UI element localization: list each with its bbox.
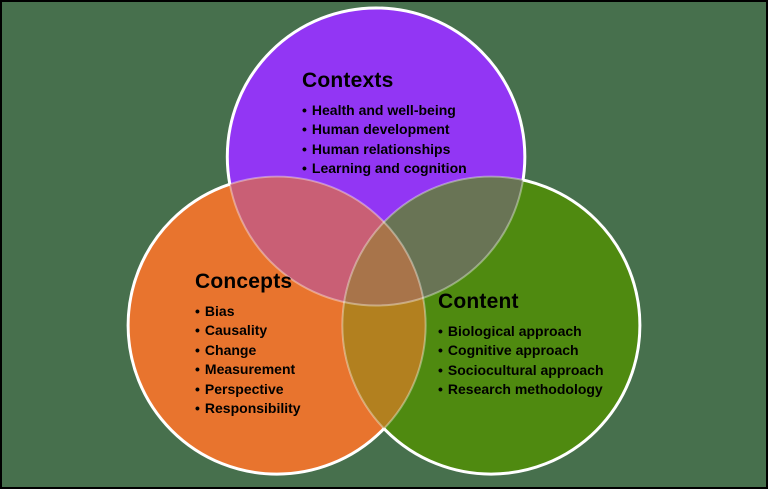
list-item: •Research methodology	[438, 380, 604, 399]
list-item-label: Biological approach	[447, 323, 582, 339]
contexts-group: Contexts •Health and well-being •Human d…	[302, 69, 467, 179]
content-group: Content •Biological approach •Cognitive …	[438, 290, 604, 400]
list-item: •Human development	[302, 120, 467, 139]
bullet-icon: •	[195, 303, 200, 319]
list-item-label: Learning and cognition	[311, 160, 467, 177]
bullet-icon: •	[438, 342, 443, 359]
list-item: •Cognitive approach	[438, 341, 604, 360]
list-item-label: Cognitive approach	[447, 342, 579, 359]
concepts-group: Concepts •Bias •Causality •Change •Measu…	[195, 270, 301, 418]
bullet-icon: •	[302, 160, 307, 177]
list-item: •Sociocultural approach	[438, 361, 604, 380]
list-item: •Learning and cognition	[302, 159, 467, 178]
list-item-label: Human development	[311, 121, 450, 138]
concepts-list: •Bias •Causality •Change •Measurement •P…	[195, 302, 301, 418]
list-item: •Health and well-being	[302, 101, 467, 120]
bullet-icon: •	[195, 341, 200, 358]
bullet-icon: •	[302, 140, 307, 157]
list-item-label: Measurement	[204, 361, 296, 378]
bullet-icon: •	[195, 322, 200, 339]
bullet-icon: •	[302, 121, 307, 138]
list-item-label: Responsibility	[204, 400, 301, 417]
content-list: •Biological approach •Cognitive approach…	[438, 322, 604, 400]
list-item: •Causality	[195, 321, 301, 340]
list-item: •Human relationships	[302, 140, 467, 159]
list-item-label: Bias	[204, 303, 235, 319]
contexts-title: Contexts	[302, 69, 394, 92]
list-item-label: Sociocultural approach	[447, 361, 604, 378]
bullet-icon: •	[438, 361, 443, 378]
concepts-outline	[126, 175, 428, 476]
inner-arcs	[127, 6, 641, 476]
list-item-label: Research methodology	[447, 381, 603, 398]
list-item: •Change	[195, 341, 301, 360]
bullet-icon: •	[195, 361, 200, 378]
list-item: •Biological approach	[438, 322, 604, 341]
bullet-icon: •	[438, 323, 443, 339]
contexts-outline	[225, 6, 527, 307]
bullet-icon: •	[302, 102, 307, 118]
contexts-concepts-overlap	[227, 176, 426, 306]
bullet-icon: •	[195, 380, 200, 397]
list-item-label: Human relationships	[311, 140, 451, 157]
list-item-label: Causality	[204, 322, 268, 339]
content-outline	[340, 175, 642, 476]
bullet-icon: •	[438, 381, 443, 398]
content-title: Content	[438, 290, 519, 313]
list-item-label: Health and well-being	[311, 102, 456, 118]
list-item: •Bias	[195, 302, 301, 321]
list-item: •Perspective	[195, 380, 301, 399]
bullet-icon: •	[195, 400, 200, 417]
list-item: •Measurement	[195, 360, 301, 379]
list-item-label: Change	[204, 341, 257, 358]
list-item-label: Perspective	[204, 380, 284, 397]
contexts-content-overlap	[342, 176, 525, 306]
list-item: •Responsibility	[195, 399, 301, 418]
contexts-list: •Health and well-being •Human developmen…	[302, 101, 467, 179]
concepts-title: Concepts	[195, 270, 293, 293]
